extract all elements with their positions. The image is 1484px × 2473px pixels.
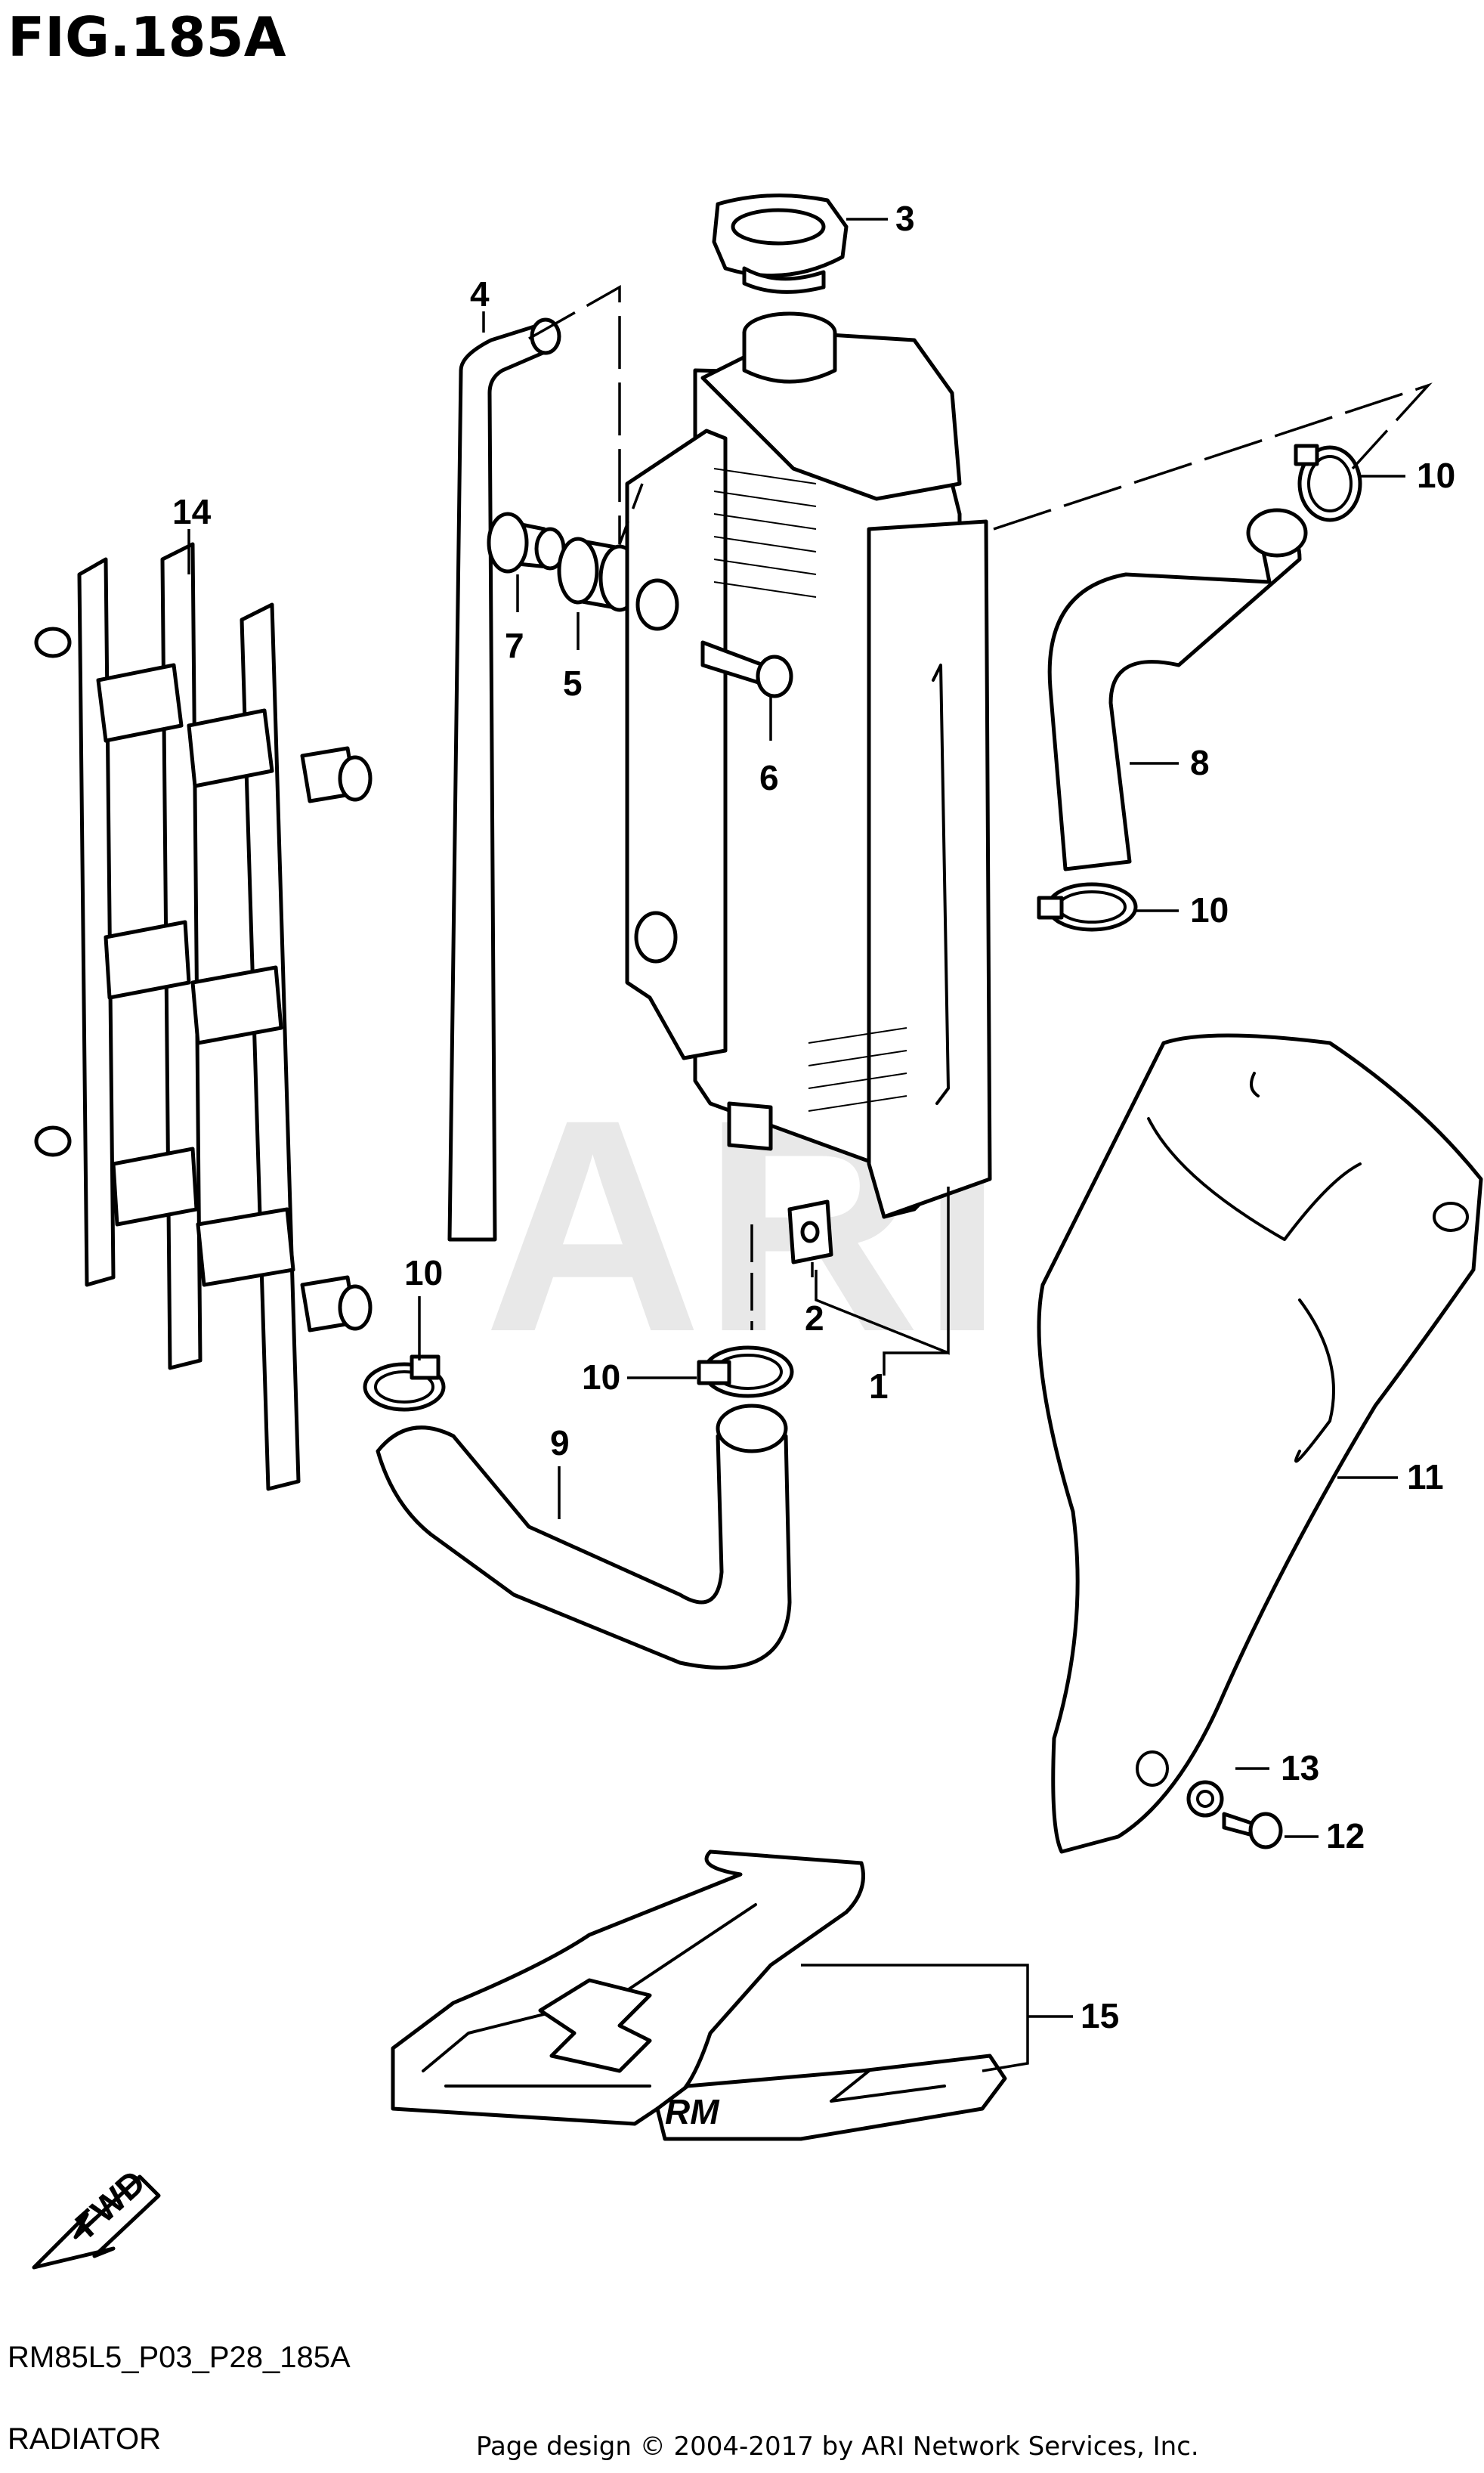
- radiator-cap-part-3[interactable]: [712, 193, 849, 294]
- forward-direction-arrow: FWD: [32, 2162, 161, 2270]
- bolt-part-12[interactable]: [1222, 1812, 1283, 1849]
- callout-2: 2: [805, 1298, 824, 1338]
- callout-11: 11: [1407, 1457, 1444, 1496]
- breather-hose-part-4[interactable]: [447, 317, 561, 1242]
- callout-10-upper-right: 10: [1417, 456, 1455, 495]
- callout-10-center: 10: [582, 1357, 620, 1397]
- decal-logo-text: RM: [665, 2092, 720, 2131]
- hose-clamp-part-10-left[interactable]: [363, 1354, 446, 1412]
- cushion-part-5[interactable]: [557, 537, 641, 612]
- clip-nut-part-2[interactable]: [787, 1199, 833, 1264]
- callout-7: 7: [505, 626, 524, 665]
- leader-lines: [187, 218, 1433, 2072]
- callout-5: 5: [563, 664, 583, 703]
- callout-8: 8: [1190, 743, 1210, 782]
- lower-hose-part-9[interactable]: [376, 1404, 792, 1670]
- hose-clamp-part-10-center[interactable]: [697, 1345, 794, 1398]
- emblem-decal-part-15[interactable]: RM: [391, 1849, 1007, 2141]
- callout-10-middle-right: 10: [1190, 890, 1229, 930]
- figure-title: FIG.185A: [8, 5, 286, 69]
- callout-4: 4: [470, 274, 490, 314]
- radiator-part-1[interactable]: [625, 311, 992, 1219]
- collar-part-13[interactable]: [1186, 1780, 1224, 1818]
- diagram-code: RM85L5_P03_P28_185A: [8, 2341, 351, 2374]
- section-name: RADIATOR: [8, 2422, 161, 2456]
- callout-3: 3: [895, 199, 915, 238]
- callout-labels: 1 2 3 4 5 6 7 8 9 10 10 10 10 11 12 13 1…: [172, 199, 1455, 2035]
- hose-clamp-part-10-middle-right[interactable]: [1037, 882, 1138, 932]
- callout-13: 13: [1281, 1748, 1319, 1787]
- callout-15: 15: [1081, 1996, 1119, 2035]
- callout-1: 1: [869, 1366, 889, 1406]
- radiator-louver-part-14[interactable]: [34, 542, 373, 1491]
- bolt-part-6[interactable]: [700, 640, 793, 698]
- callout-12: 12: [1326, 1816, 1365, 1856]
- callout-9: 9: [550, 1423, 570, 1462]
- radiator-shroud-part-11[interactable]: [1037, 1033, 1483, 1854]
- callout-6: 6: [759, 758, 779, 797]
- hose-clamp-part-10-upper-right[interactable]: [1294, 444, 1362, 522]
- callout-14: 14: [172, 492, 212, 531]
- collar-part-7[interactable]: [487, 512, 566, 574]
- radiator-core-fins: [713, 468, 907, 1112]
- callout-10-left: 10: [404, 1253, 443, 1292]
- copyright-notice: Page design © 2004-2017 by ARI Network S…: [476, 2431, 1199, 2462]
- upper-hose-part-8[interactable]: [1047, 508, 1308, 871]
